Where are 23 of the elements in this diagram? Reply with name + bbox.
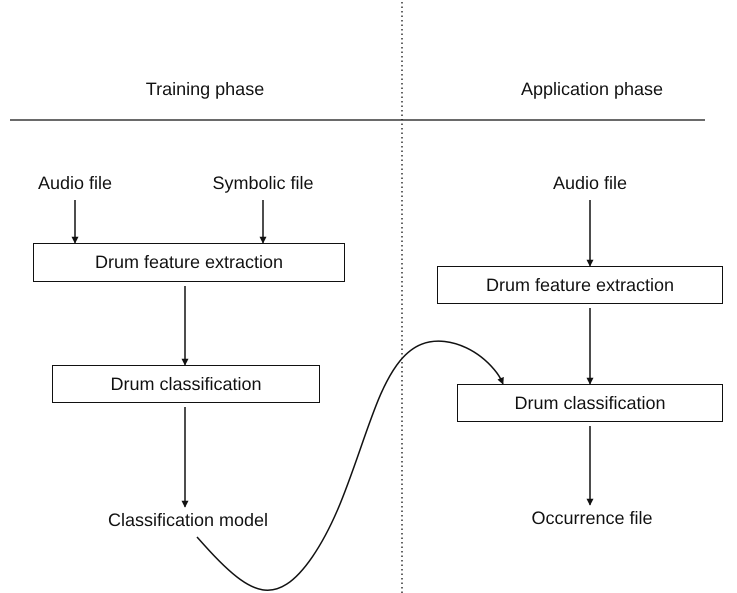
- data-label: Audio file: [38, 172, 112, 194]
- arrow: [586, 308, 594, 385]
- data-label: Audio file: [552, 172, 628, 194]
- arrow: [586, 200, 594, 267]
- arrow: [260, 200, 266, 244]
- box-label: Drum classification: [110, 374, 262, 394]
- arrow: [182, 286, 188, 366]
- box-label: Drum classification: [514, 392, 666, 414]
- phase-heading: Training phase: [146, 79, 264, 100]
- box-label: Drum feature extraction: [486, 274, 674, 296]
- arrow: [586, 426, 594, 506]
- process-box: [33, 243, 345, 282]
- box-label: Drum feature extraction: [94, 252, 284, 273]
- process-box: [52, 365, 320, 403]
- arrow: [182, 407, 188, 508]
- arrow: [72, 200, 78, 244]
- data-label: Occurrence file: [531, 508, 653, 528]
- data-label: Symbolic file: [212, 172, 314, 194]
- phase-heading: Application phase: [520, 79, 664, 100]
- process-box: [437, 266, 723, 304]
- process-box: [457, 384, 723, 422]
- data-label: Classification model: [108, 510, 268, 530]
- arrow: [196, 340, 504, 591]
